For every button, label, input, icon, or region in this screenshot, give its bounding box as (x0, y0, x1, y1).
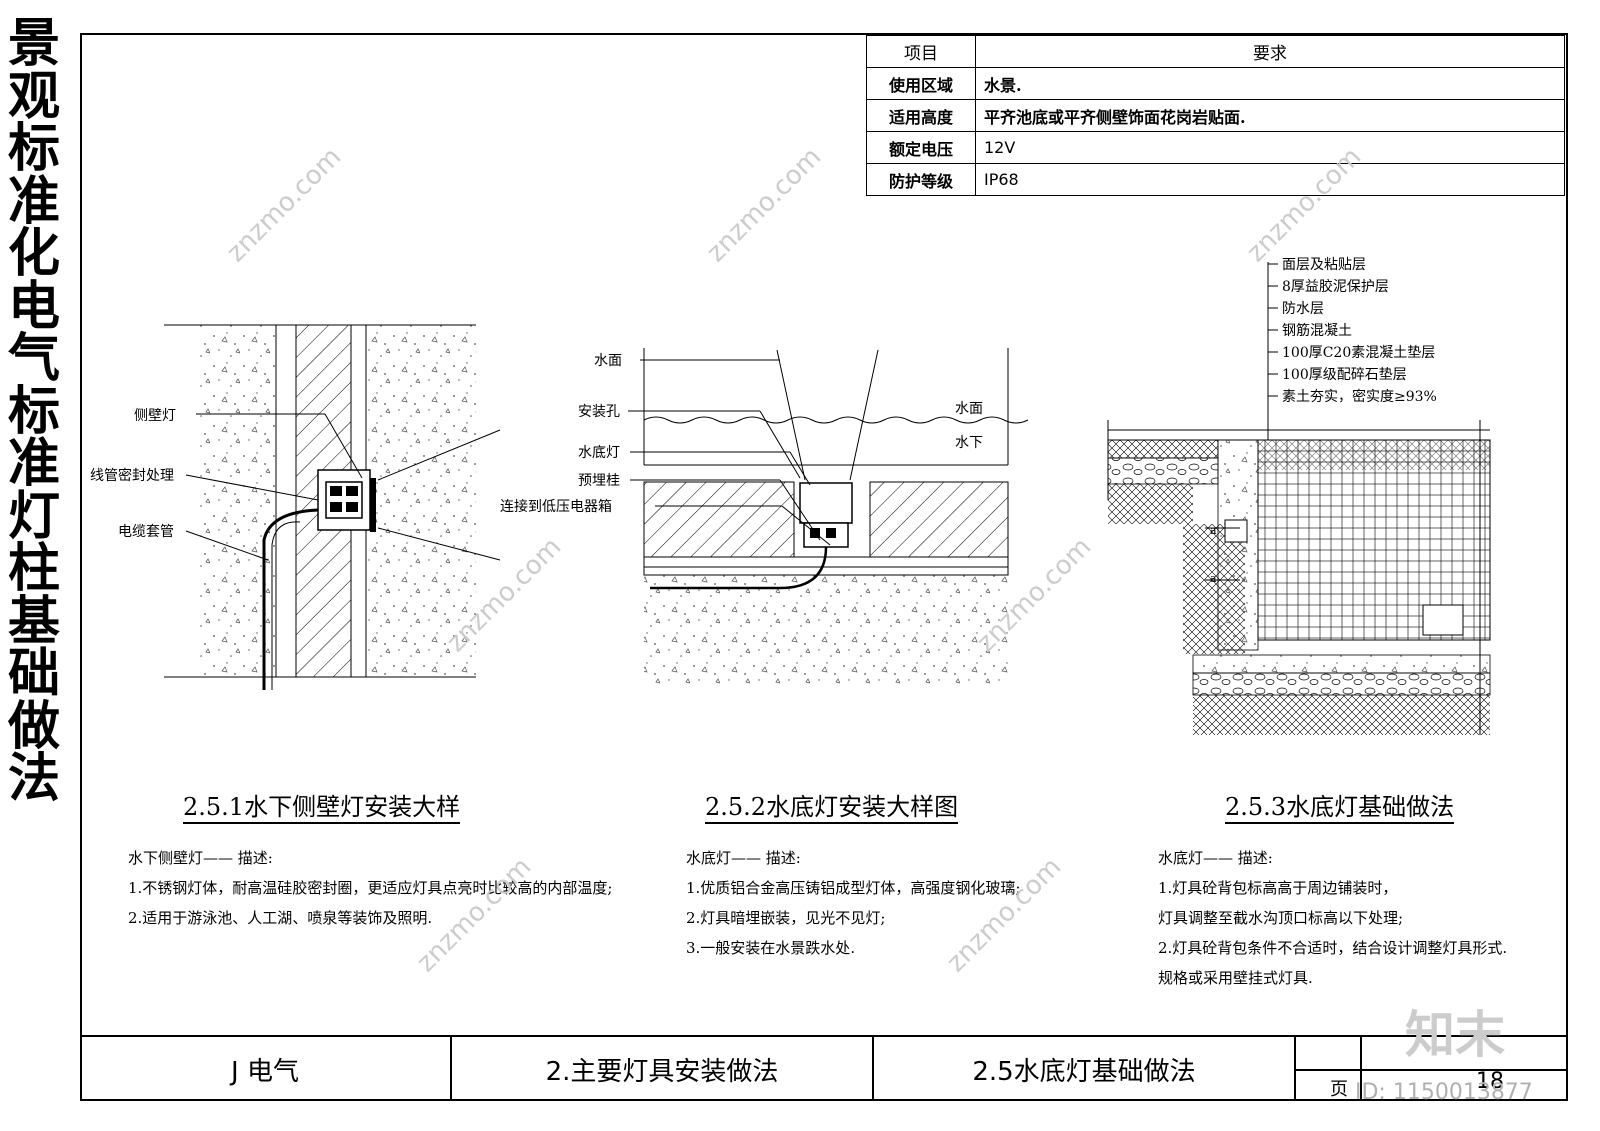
spec-row: 使用区域 水景. (866, 67, 1565, 100)
fig1-label: 线管密封处理 (90, 467, 174, 484)
spec-header-row: 项目 要求 (866, 35, 1565, 68)
footer-page-cell: 页 18 (1296, 1037, 1568, 1101)
fig1-label: 电缆套管 (118, 524, 174, 540)
fig2-description: 水底灯—— 描述: 1.优质铝合金高压铸铝成型灯体，高强度钢化玻璃; 2.灯具暗… (686, 843, 1020, 963)
footer-discipline: J 电气 (80, 1037, 452, 1101)
fig2-label: 水底灯 (578, 445, 620, 461)
footer-section: 2.主要灯具安装做法 (452, 1037, 874, 1101)
vertical-title-char: 础 (7, 644, 60, 704)
page-number: 18 (1476, 1069, 1504, 1094)
vertical-title-char: 标 (7, 119, 60, 179)
vertical-title-char: 法 (7, 749, 60, 809)
fig3-desc-line: 灯具调整至截水沟顶口标高以下处理; (1158, 909, 1404, 927)
spec-table: 项目 要求 使用区域 水景. 适用高度 平齐池底或平齐侧壁饰面花岗岩贴面. 额定… (866, 35, 1565, 196)
spec-value: 水景. (975, 67, 1565, 100)
fig3-desc-line: 2.灯具砼背包条件不合适时，结合设计调整灯具形式. (1158, 939, 1508, 957)
fig3-drawing (1107, 262, 1491, 735)
fig3-layer-label: 钢筋混凝土 (1282, 322, 1352, 339)
vertical-title: 景观标准化电气标准灯柱基础做法 (4, 18, 64, 806)
spec-header-requirement: 要求 (975, 35, 1565, 68)
fig1-label: 侧壁灯 (134, 408, 176, 424)
vertical-title-char: 化 (7, 224, 60, 284)
vertical-title-char: 准 (7, 434, 60, 494)
spec-row: 额定电压 12V (866, 131, 1565, 164)
vertical-title-char: 做 (7, 696, 60, 757)
vertical-title-char: 电 (7, 276, 60, 337)
watermark-logo: 知末 (1405, 1006, 1505, 1064)
title-block: J 电气 2.主要灯具安装做法 2.5水底灯基础做法 页 18 (80, 1035, 1568, 1101)
spec-value: IP68 (975, 163, 1565, 196)
fig2-label: 预埋桂 (578, 473, 620, 489)
fig3-description: 水底灯—— 描述: 1.灯具砼背包标高高于周边铺装时， 灯具调整至截水沟顶口标高… (1158, 843, 1507, 993)
fig3-layer-label: 8厚益胶泥保护层 (1282, 278, 1389, 295)
fig2-label: 连接到低压电器箱 (500, 498, 612, 515)
spec-key: 使用区域 (866, 67, 976, 100)
fig2-underwater: 水下 (955, 435, 983, 451)
vertical-title-char: 气 (7, 329, 60, 389)
fig2-label: 水面 (594, 353, 622, 369)
fig1-desc-line: 1.不锈钢灯体，耐高温硅胶密封圈，更适应灯具点亮时比较高的内部温度; (128, 879, 613, 897)
fig2-desc-line: 3.一般安装在水景跌水处. (686, 939, 856, 957)
spec-row: 适用高度 平齐池底或平齐侧壁饰面花岗岩贴面. (866, 99, 1565, 132)
page-label: 页 (1330, 1079, 1348, 1100)
vertical-title-char: 标 (7, 381, 60, 442)
vertical-title-char: 景 (7, 14, 60, 74)
watermark-id: ID: 1150013877 (1355, 1080, 1533, 1105)
fig1-description: 水下侧壁灯—— 描述: 1.不锈钢灯体，耐高温硅胶密封圈，更适应灯具点亮时比较高… (128, 843, 612, 933)
fig3-desc-line: 1.灯具砼背包标高高于周边铺装时， (1158, 879, 1398, 897)
spec-value: 12V (975, 131, 1565, 164)
spec-row: 防护等级 IP68 (866, 163, 1565, 196)
footer-subsection: 2.5水底灯基础做法 (874, 1037, 1296, 1101)
vertical-title-char: 灯 (7, 486, 60, 547)
fig3-layer-label: 防水层 (1282, 301, 1324, 317)
fig1-desc-title: 水下侧壁灯—— 描述: (128, 849, 273, 867)
fig2-water-surface: 水面 (955, 401, 983, 417)
vertical-title-char: 观 (7, 66, 60, 127)
fig1-caption: 2.5.1水下侧壁灯安装大样 (183, 792, 461, 824)
fig2-label: 安装孔 (578, 404, 620, 420)
fig3-dim: a (1210, 524, 1217, 537)
fig1-desc-line: 2.适用于游泳池、人工湖、喷泉等装饰及照明. (128, 909, 433, 927)
drawing-frame (80, 33, 1568, 1101)
fig3-caption: 2.5.3水底灯基础做法 (1225, 792, 1455, 824)
fig3-dim: a (1210, 572, 1217, 585)
fig3-layer-label: 100厚级配碎石垫层 (1282, 367, 1407, 383)
vertical-title-char: 柱 (7, 539, 60, 599)
fig2-caption: 2.5.2水底灯安装大样图 (705, 792, 959, 824)
vertical-title-char: 基 (7, 591, 60, 652)
fig3-layer-label: 素土夯实，密实度≥93% (1282, 388, 1437, 405)
fig1-drawing (164, 324, 501, 690)
fig3-layer-label: 100厚C20素混凝土垫层 (1282, 345, 1435, 361)
fig2-desc-line: 2.灯具暗埋嵌装，见光不见灯; (686, 909, 886, 927)
fig2-desc-title: 水底灯—— 描述: (686, 849, 801, 867)
fig2-drawing (628, 348, 1029, 685)
fig2-desc-line: 1.优质铝合金高压铸铝成型灯体，高强度钢化玻璃; (686, 879, 1021, 897)
fig3-desc-line: 规格或采用壁挂式灯具. (1158, 969, 1313, 987)
spec-value: 平齐池底或平齐侧壁饰面花岗岩贴面. (975, 99, 1565, 132)
vertical-title-char: 准 (7, 171, 60, 232)
fig3-layer-label: 面层及粘贴层 (1282, 257, 1366, 273)
fig3-desc-title: 水底灯—— 描述: (1158, 849, 1273, 867)
